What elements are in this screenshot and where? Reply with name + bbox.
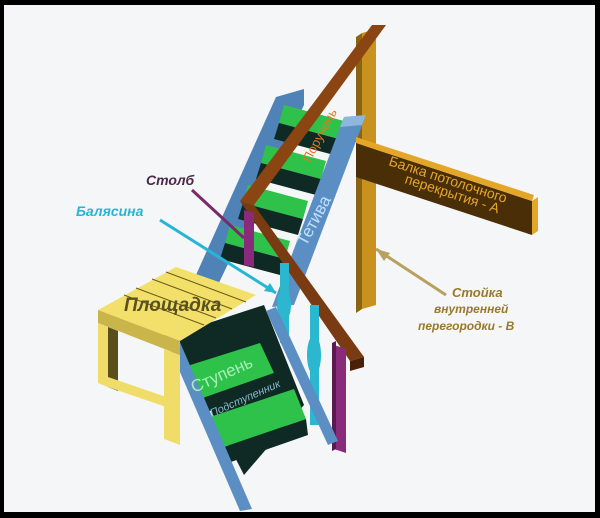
label-partition-3: перегородки - В — [418, 319, 515, 333]
label-post: Столб — [146, 172, 194, 188]
baluster-pointer — [159, 218, 277, 295]
balusters — [277, 263, 321, 425]
staircase-diagram: Поручень Столб Балясина Тетива Балка пот… — [76, 25, 538, 511]
diagram-canvas: Поручень Столб Балясина Тетива Балка пот… — [4, 5, 595, 512]
handrail — [240, 25, 386, 371]
front-stringer — [272, 115, 366, 307]
newel-post — [244, 210, 346, 453]
label-landing: Площадка — [124, 295, 222, 316]
lower-flight — [164, 305, 338, 511]
partition-pointer — [375, 247, 447, 297]
landing — [98, 267, 256, 445]
ceiling-beam — [356, 137, 538, 235]
label-partition-1: Стойка — [452, 285, 503, 300]
post-pointer — [190, 188, 246, 240]
label-partition-2: внутренней — [434, 302, 509, 316]
label-baluster: Балясина — [76, 203, 144, 219]
